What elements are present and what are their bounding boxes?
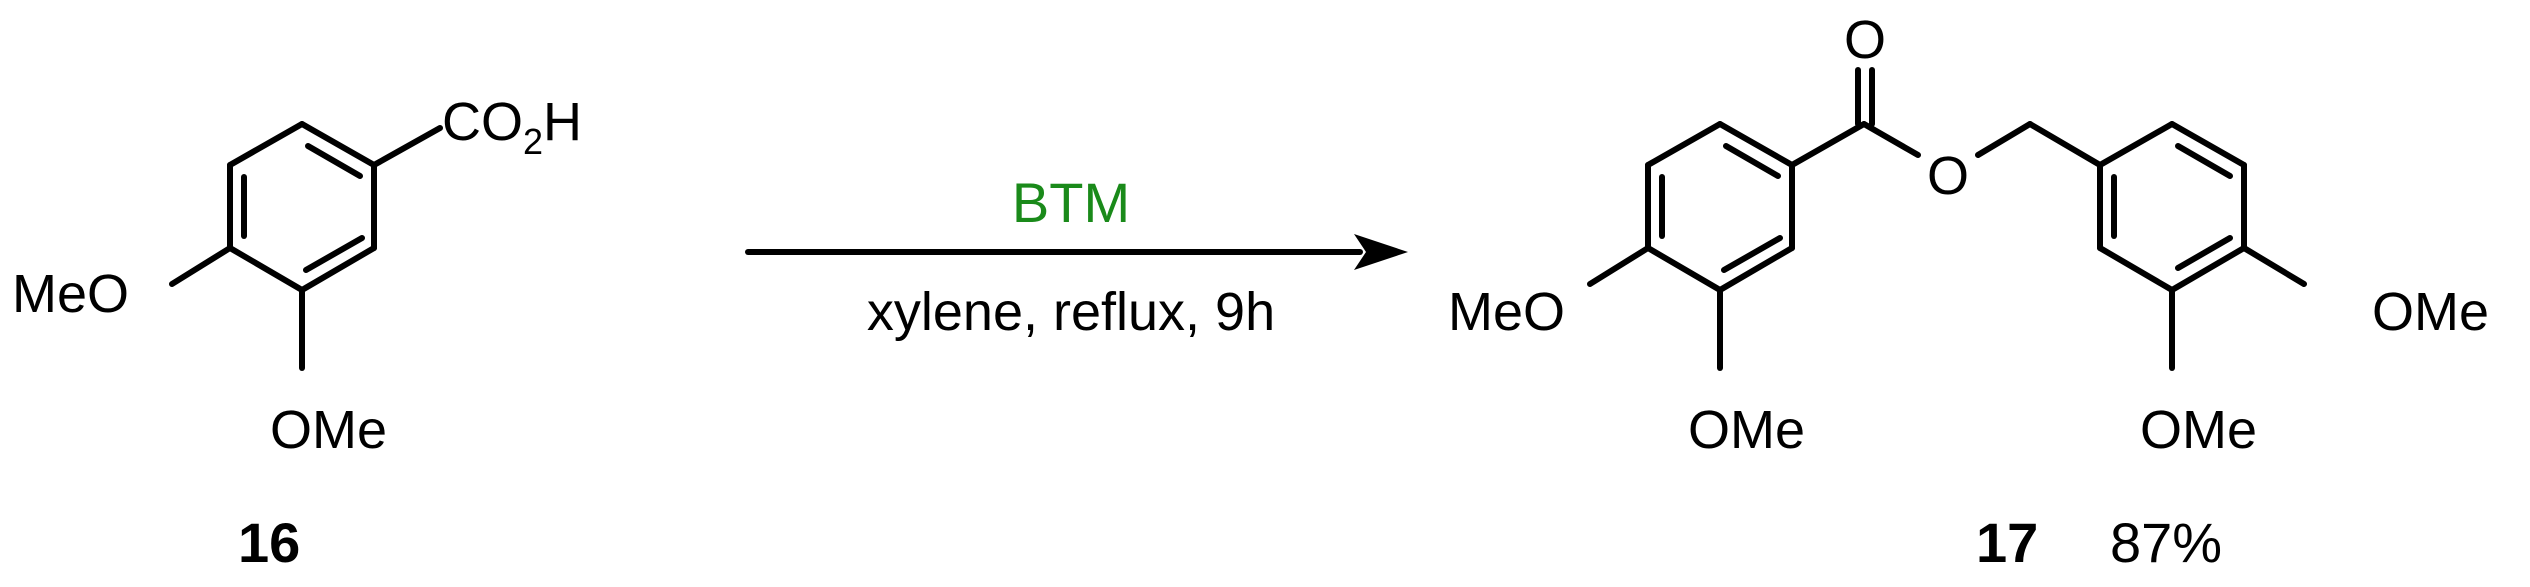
- ester-bond: [1861, 121, 1921, 158]
- methoxy-label-bottom-left: OMe: [1688, 400, 1805, 460]
- benzyl-bond: [2027, 121, 2103, 168]
- ring-inner-bond: [1723, 143, 1781, 179]
- ring-bond: [299, 121, 377, 168]
- product-17-structure: [1587, 67, 2307, 371]
- ring-bond: [2097, 121, 2175, 168]
- ring-bond: [2169, 245, 2247, 293]
- yield-label: 87%: [2110, 511, 2222, 574]
- ring-bond: [2169, 121, 2247, 168]
- reactant-16-structure: [169, 121, 443, 371]
- compound-label-17: 17: [1976, 511, 2038, 574]
- carbonyl-oxygen-label: O: [1844, 10, 1886, 70]
- reagent-label: BTM: [1012, 171, 1130, 234]
- ring-inner-bond: [2175, 143, 2233, 179]
- ring-bond: [299, 245, 377, 293]
- methoxy-label-left: MeO: [12, 264, 129, 324]
- ring-inner-bond: [1721, 235, 1783, 273]
- ring-bond: [2097, 245, 2175, 293]
- ring-bond: [227, 121, 305, 168]
- methoxy-bond: [1587, 245, 1651, 287]
- ring-bond: [1645, 121, 1723, 168]
- ester-oxygen-label: O: [1927, 146, 1969, 206]
- ring-inner-bond: [2175, 235, 2233, 271]
- arrow-head: [1354, 234, 1408, 270]
- methoxy-bond: [2241, 245, 2307, 287]
- methoxy-bond: [169, 245, 233, 287]
- methoxy-label-bottom-right: OMe: [2140, 400, 2257, 460]
- ester-bond: [1975, 121, 2033, 158]
- carboxyl-bond: [371, 125, 443, 168]
- methoxy-label-bottom: OMe: [270, 400, 387, 460]
- ring-bond: [1717, 245, 1795, 293]
- ring-bond: [1645, 245, 1723, 293]
- compound-label-16: 16: [238, 511, 300, 574]
- ring-bond: [1717, 121, 1795, 168]
- methoxy-label-right: OMe: [2372, 282, 2489, 342]
- ester-bond: [1789, 121, 1867, 168]
- ring-bond: [227, 245, 305, 293]
- reaction-arrow: [745, 234, 1408, 270]
- carboxyl-group-label: CO2H: [442, 92, 582, 162]
- reaction-conditions: xylene, reflux, 9h: [867, 282, 1275, 342]
- methoxy-label-left: MeO: [1448, 282, 1565, 342]
- ring-inner-bond: [305, 143, 363, 179]
- ring-inner-bond: [303, 235, 365, 273]
